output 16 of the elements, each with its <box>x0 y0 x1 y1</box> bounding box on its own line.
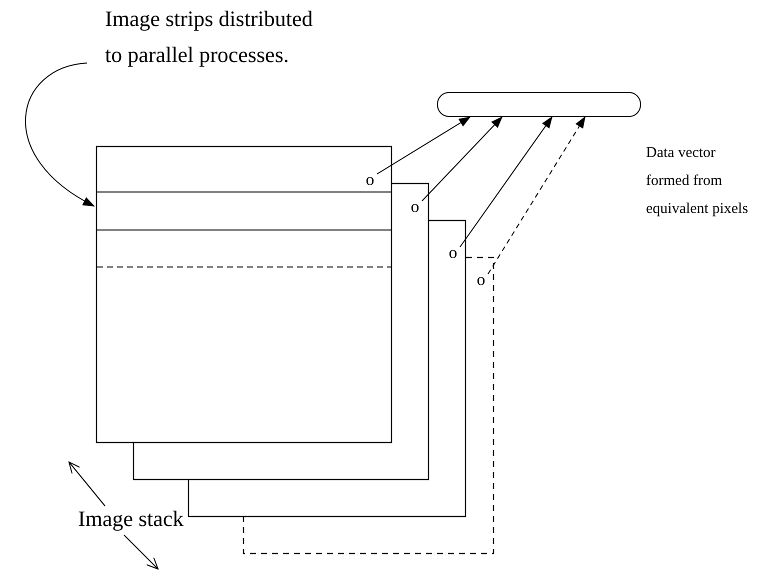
data-vector-bar <box>437 92 641 117</box>
pixel-marker: o <box>410 199 420 215</box>
arrow <box>488 116 586 274</box>
arrow <box>422 116 503 202</box>
pixel-marker: o <box>476 272 486 288</box>
image-frame <box>243 257 494 554</box>
arrow <box>25 62 95 206</box>
image-frame <box>188 220 466 517</box>
annotation-text: Image strips distributed to parallel processes. <box>105 1 317 73</box>
pixel-marker: o <box>365 172 375 188</box>
stack-label: Image stack <box>78 506 185 532</box>
pixel-marker: o <box>448 245 458 261</box>
image-frame <box>96 146 392 443</box>
arrow <box>460 116 553 248</box>
annotation-text: Data vector formed from equivalent pixels <box>646 144 750 219</box>
arrow <box>376 116 471 174</box>
